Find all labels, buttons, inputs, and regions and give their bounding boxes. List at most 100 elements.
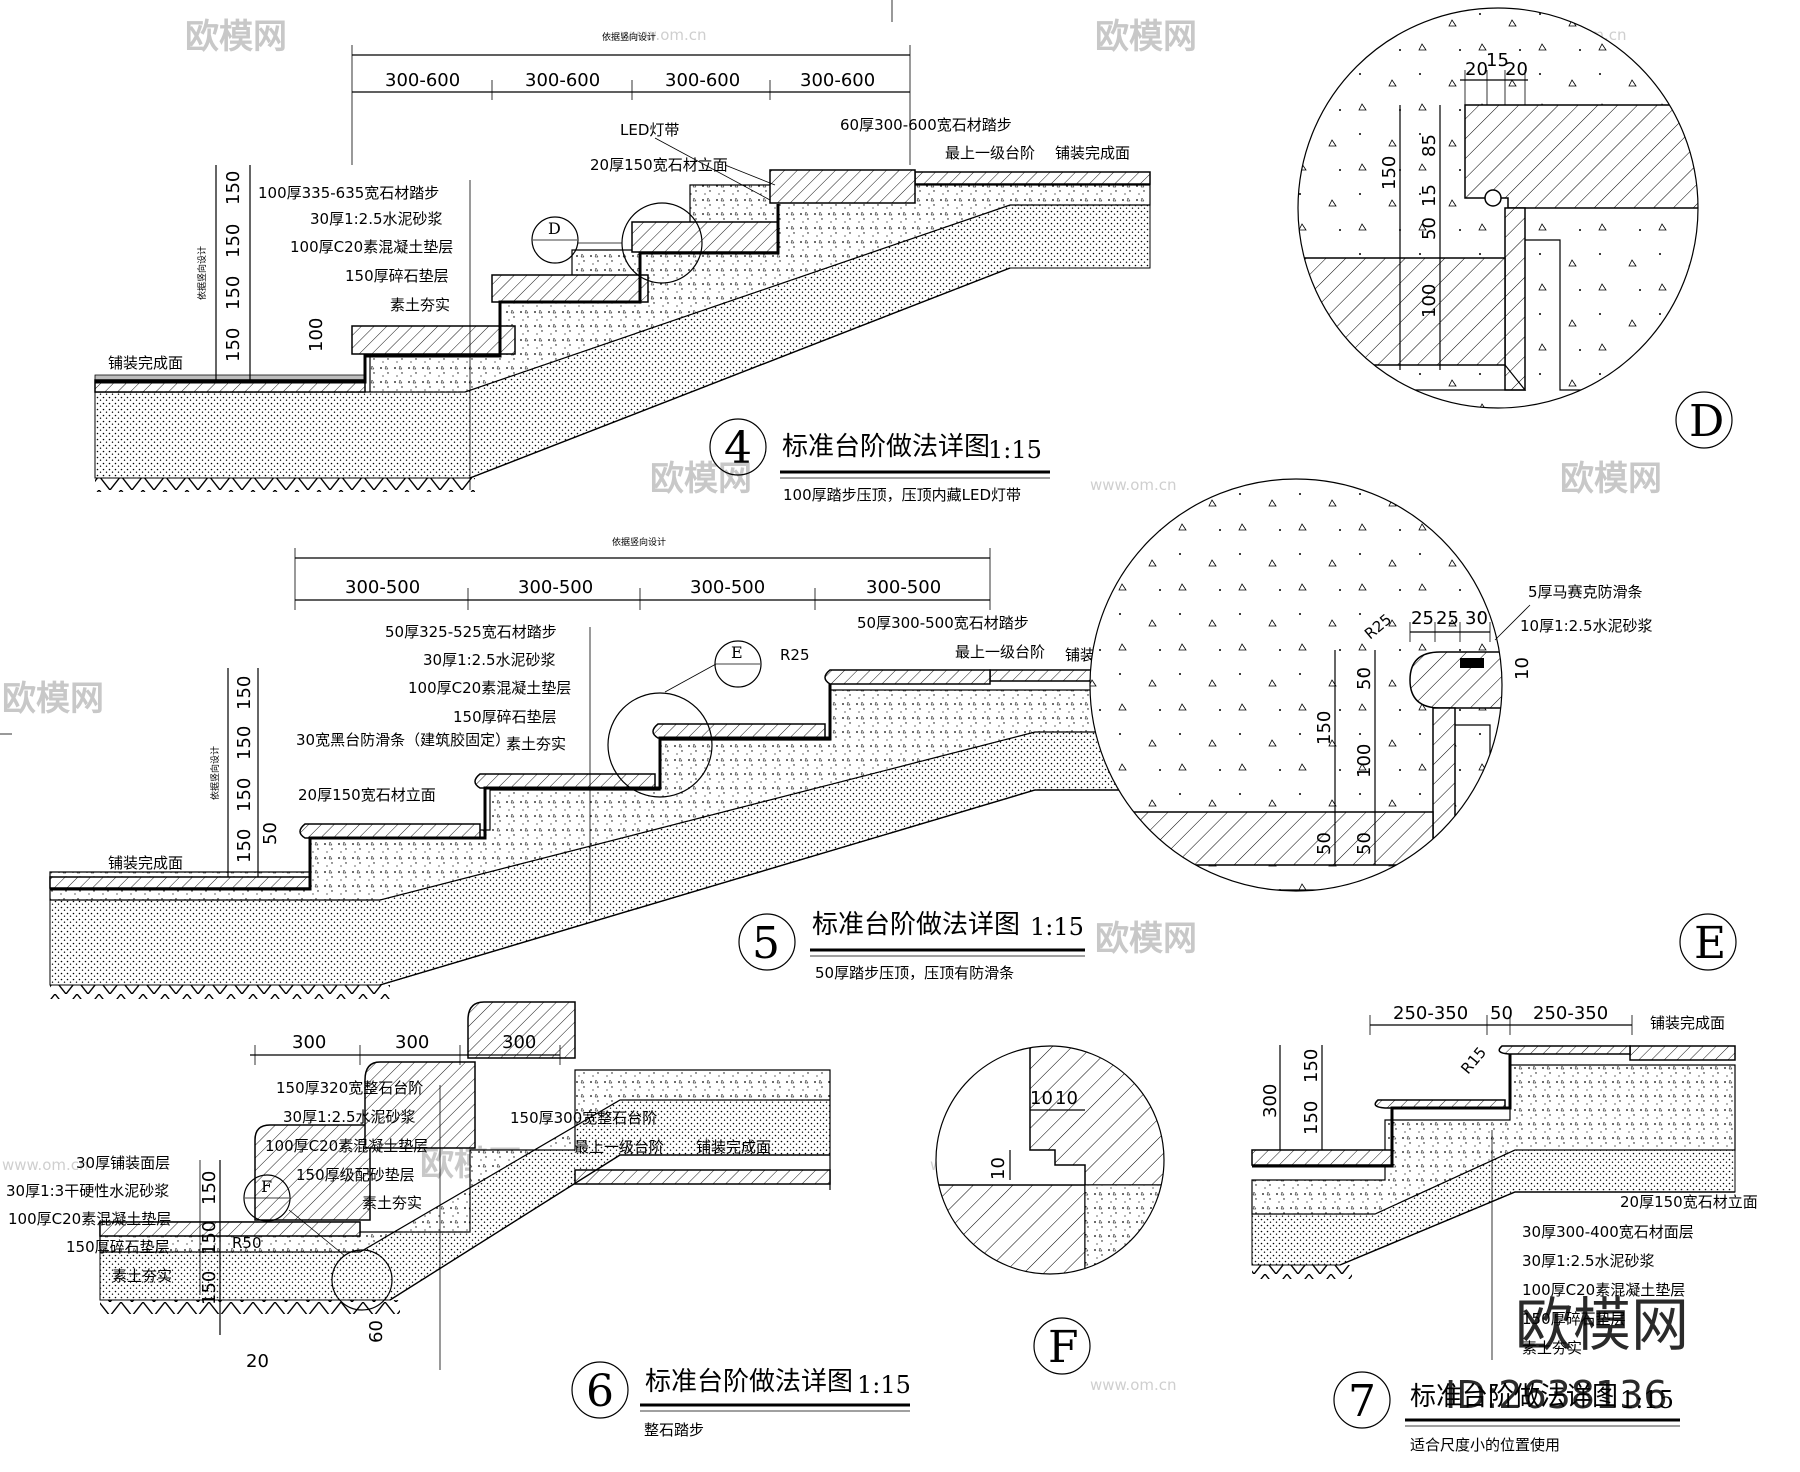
callout-label: E [731, 643, 743, 662]
soil-hatch [95, 478, 475, 492]
dim-label: 85 [1419, 134, 1440, 157]
dim-label: 30 [1465, 608, 1488, 629]
detail-title: 标准台阶做法详图 [1410, 1382, 1618, 1412]
detail-title: 标准台阶做法详图 [812, 910, 1020, 940]
leader-line [1494, 604, 1531, 641]
dim-label: 150 [223, 171, 244, 205]
detail-subtitle: 100厚踏步压顶，压顶内藏LED灯带 [783, 486, 1021, 504]
dim-label: 300-500 [690, 577, 765, 598]
radius-label: R50 [232, 1234, 262, 1252]
left-layer-label: 150厚碎石垫层 [66, 1238, 170, 1256]
detail-title: 标准台阶做法详图 [782, 432, 990, 462]
led-strip [1484, 189, 1502, 207]
dim-label: 20 [1465, 59, 1488, 80]
detail-number: 4 [724, 423, 752, 474]
callout-bubble [714, 640, 762, 688]
detail-label-circle [1033, 1317, 1091, 1375]
callout-leader [288, 1209, 346, 1257]
dim-label: 150 [223, 224, 244, 258]
dim-label: 150 [199, 1171, 220, 1205]
stone-tread-lower [1090, 811, 1434, 866]
detail-F: 10 10 10 F [935, 1045, 1165, 1375]
soil-hatch [1252, 1265, 1352, 1279]
top-note: 依据竖向设计 [612, 536, 666, 548]
watermark-brand: 欧模网 [1560, 459, 1662, 499]
riser-label: 20厚150宽石材立面 [298, 786, 436, 804]
soil-hatch [50, 985, 390, 999]
step-1 [351, 325, 516, 355]
detail-note: 10厚1:2.5水泥砂浆 [1520, 617, 1653, 635]
detail-title: 标准台阶做法详图 [645, 1367, 853, 1397]
step-3 [652, 723, 826, 739]
detail-number-circle [738, 913, 796, 971]
layer-label: 150厚320宽整石台阶 [276, 1079, 423, 1097]
soil-line [469, 267, 1011, 479]
dim-label: 300 [395, 1032, 429, 1053]
layer-label: 100厚C20素混凝土垫层 [408, 679, 571, 697]
layer-label: 150厚级配砂垫层 [296, 1166, 415, 1184]
last-step-label: 最上一级台阶 [945, 144, 1035, 162]
watermark-id: ID:2638136 [1445, 1373, 1668, 1417]
step-2 [491, 274, 649, 303]
dim-label: 50 [260, 822, 281, 845]
step-top [1498, 1045, 1631, 1055]
dim-label: 150 [1314, 711, 1335, 745]
dim-label: 150 [234, 829, 255, 863]
detail-number-circle [571, 1361, 629, 1419]
soil-hatch [100, 1300, 400, 1314]
detail-note: 5厚马赛克防滑条 [1528, 583, 1643, 601]
stone-tread [1409, 651, 1502, 709]
dim-label: 100 [306, 318, 327, 352]
watermark-logo-text: 欧模网 [1515, 1291, 1689, 1359]
layer-label: 素土夯实 [1522, 1339, 1582, 1357]
layer-label: 素土夯实 [362, 1194, 422, 1212]
detail-number-circle [709, 418, 767, 476]
top-step-label: 50厚300-500宽石材踏步 [857, 614, 1029, 632]
dim-label: 150 [1379, 156, 1400, 190]
layer-label: 30厚1:2.5水泥砂浆 [283, 1108, 416, 1126]
paving-right [1629, 1045, 1736, 1061]
watermark-brand: 欧模网 [2, 679, 104, 719]
detail-scale: 1:15 [988, 436, 1042, 464]
dim-label: 50 [1314, 832, 1335, 855]
detail-label: D [1689, 396, 1724, 447]
dim-label: 10 [988, 1157, 1009, 1180]
callout-circle [331, 1249, 393, 1311]
dim-label: 100 [1354, 744, 1375, 778]
dim-label: 15 [1419, 184, 1440, 207]
step-profile [95, 204, 780, 384]
dim-label: 100 [1419, 284, 1440, 318]
layer-label: 100厚C20素混凝土垫层 [265, 1137, 428, 1155]
callout-bubble [531, 216, 579, 264]
paving-left [49, 876, 311, 889]
detail-number: 7 [1348, 1376, 1376, 1427]
callout-bubble [243, 1174, 291, 1222]
layer-label: 50厚325-525宽石材踏步 [385, 623, 557, 641]
left-layer-label: 30厚铺装面层 [76, 1154, 170, 1172]
dim-label: 150 [199, 1271, 220, 1305]
dim-label: 300-500 [866, 577, 941, 598]
callout-label: D [548, 219, 561, 238]
layer-label: 30厚1:2.5水泥砂浆 [423, 651, 556, 669]
dim-label: 15 [1486, 50, 1509, 71]
radius-label: R15 [1457, 1043, 1490, 1077]
dim-label: 10 [1030, 1088, 1053, 1109]
watermark-brand: 欧模网 [185, 17, 287, 57]
detail-number: 5 [752, 918, 780, 969]
dim-label: 150 [223, 328, 244, 362]
anti-slip-strip [1460, 658, 1484, 668]
detail-subtitle: 整石踏步 [644, 1421, 704, 1439]
left-layer-label: 30厚1:3干硬性水泥砂浆 [6, 1182, 169, 1200]
watermark-brand: 欧模网 [1095, 17, 1197, 57]
callout-label: F [261, 1177, 272, 1196]
layer-label: 100厚C20素混凝土垫层 [1522, 1281, 1685, 1299]
paving-right [914, 171, 1151, 185]
stone-riser [1504, 207, 1526, 391]
dim-label: 150 [234, 676, 255, 710]
dim-label: 150 [1301, 1101, 1322, 1135]
dim-label: 300-500 [518, 577, 593, 598]
dim-label: 25 [1436, 608, 1459, 629]
last-step-label: 最上一级台阶 [955, 643, 1045, 661]
watermark-site: www.om.cn [620, 26, 707, 44]
